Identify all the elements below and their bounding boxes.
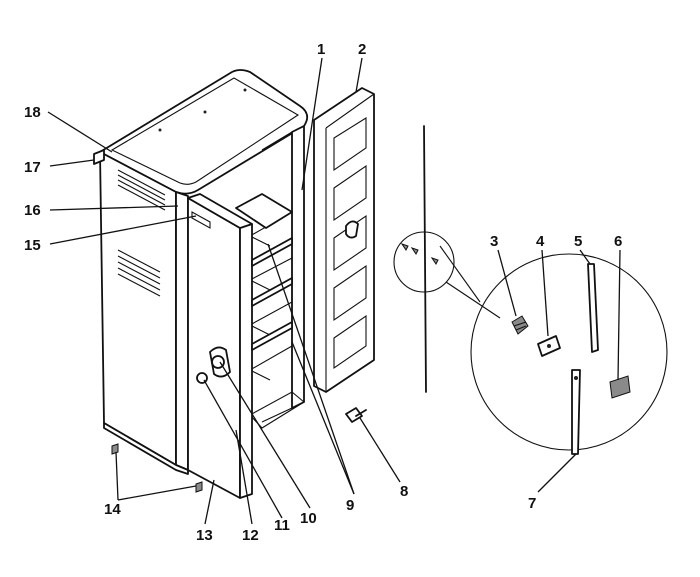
callout-5: 5 — [574, 233, 582, 250]
part-strap-lower — [571, 369, 581, 455]
callout-labels: 1 2 3 4 5 6 7 8 9 10 11 12 13 14 15 16 1… — [24, 41, 622, 544]
callout-15: 15 — [24, 237, 41, 254]
callout-13: 13 — [196, 527, 213, 544]
cabinet-left-side — [99, 151, 177, 466]
callout-17: 17 — [24, 159, 41, 176]
callout-1: 1 — [317, 41, 325, 58]
detail-circle-large — [470, 253, 668, 455]
cabinet-top — [99, 69, 309, 195]
side-frame-latch — [345, 220, 359, 239]
door — [187, 193, 253, 499]
side-frame — [313, 87, 375, 393]
callout-3: 3 — [490, 233, 498, 250]
leader-lines — [47, 57, 621, 525]
callout-12: 12 — [242, 527, 259, 544]
part-feet — [111, 443, 203, 493]
part-side-clip — [93, 149, 105, 165]
callout-14: 14 — [104, 501, 121, 518]
callout-6: 6 — [614, 233, 622, 250]
part-strap-upper — [587, 263, 599, 353]
callout-11: 11 — [274, 517, 290, 534]
callout-10: 10 — [300, 510, 317, 527]
cabinet-front-frame — [175, 191, 189, 471]
cabinet-base — [103, 422, 189, 475]
hinge-rod — [393, 125, 455, 393]
callout-4: 4 — [536, 233, 545, 250]
vent-lower — [117, 249, 161, 297]
part-clip — [609, 375, 631, 399]
vent-upper — [117, 169, 166, 211]
callout-2: 2 — [358, 41, 366, 58]
callout-16: 16 — [24, 202, 41, 219]
callout-18: 18 — [24, 104, 41, 121]
part-cam-lock — [345, 407, 367, 423]
detail-circle-small — [393, 231, 455, 293]
part-spring — [511, 315, 529, 335]
callout-9: 9 — [346, 497, 354, 514]
callout-8: 8 — [400, 483, 408, 500]
callout-7: 7 — [528, 495, 536, 512]
